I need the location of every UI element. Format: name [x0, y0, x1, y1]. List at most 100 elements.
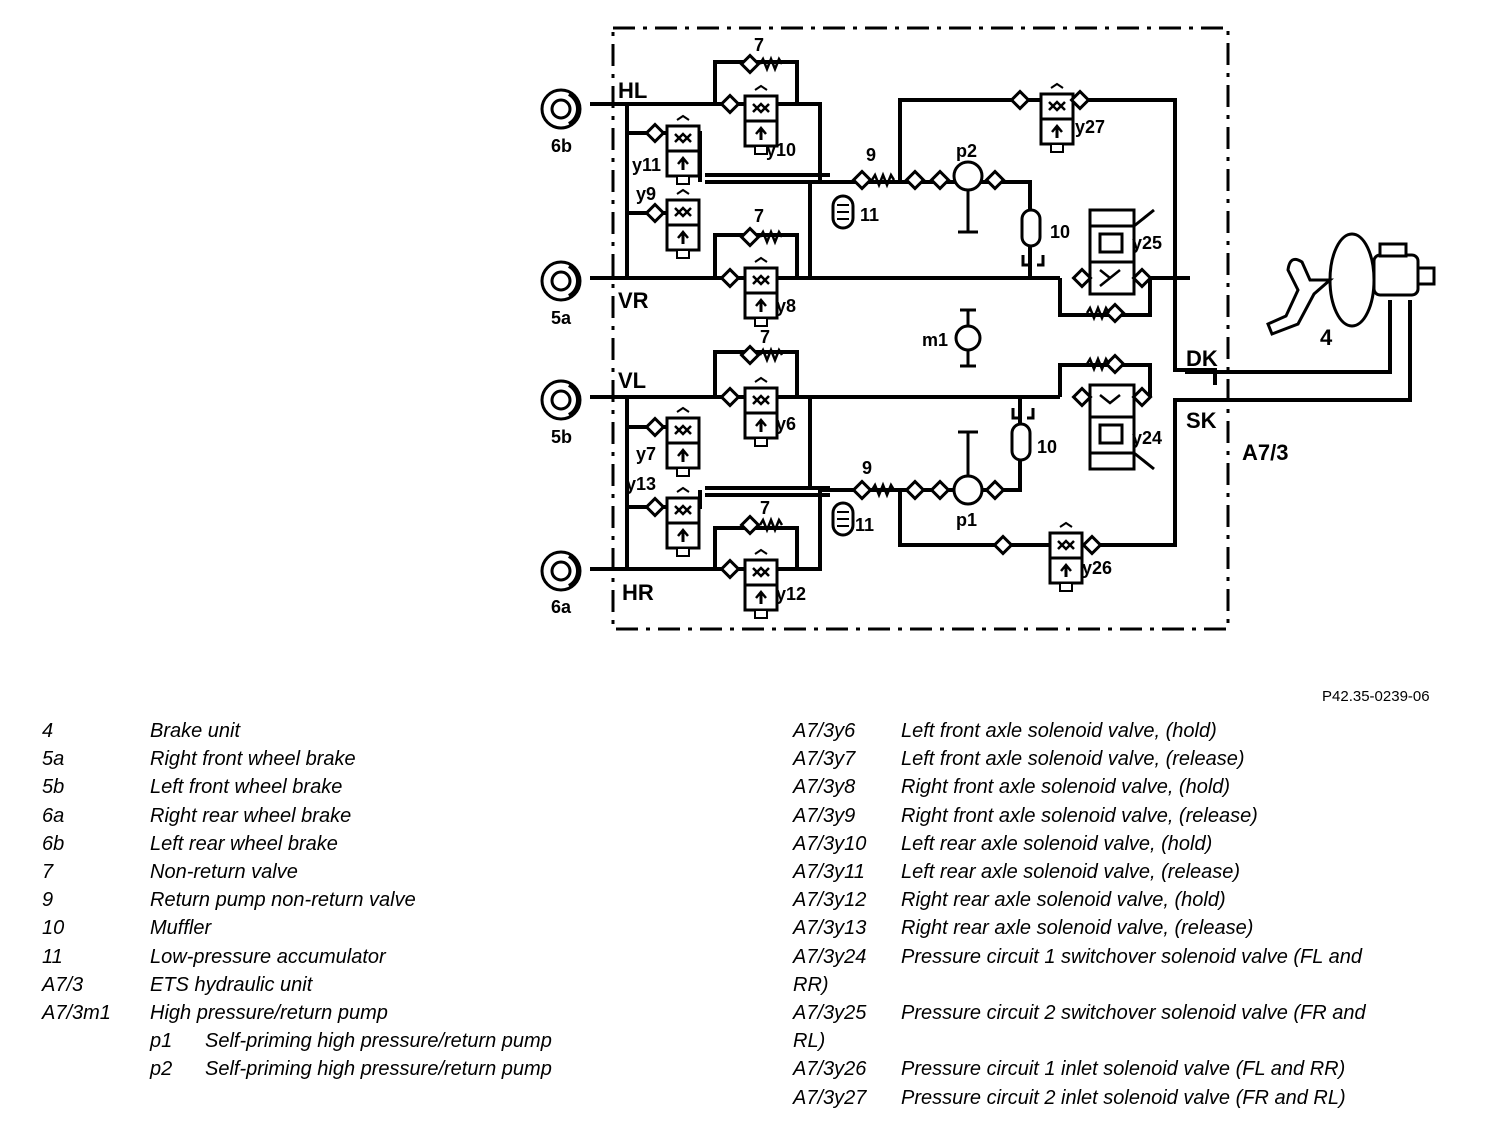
abs-hydraulic-diagram: HL VR VL HR DK SK A7/3 6b 5a 5b 6a 7 7 7…	[540, 26, 1436, 631]
legend-code: A7/3	[42, 973, 84, 996]
legend-row: A7/3y9 Right front axle solenoid valve, (…	[793, 802, 1453, 830]
legend-desc: Right front axle solenoid valve, (hold)	[901, 776, 1231, 799]
legend-row: 10 Muffler	[42, 914, 762, 942]
label-y26: y26	[1082, 558, 1112, 578]
legend-code: A7/3y7	[793, 748, 856, 771]
legend-row: 9 Return pump non-return valve	[42, 886, 762, 914]
legend-code: A7/3y25	[793, 1002, 867, 1025]
legend-desc: ETS hydraulic unit	[150, 973, 313, 996]
legend-code: p2	[150, 1058, 173, 1081]
label-7-vr: 7	[754, 206, 764, 226]
label-y6: y6	[776, 414, 796, 434]
legend-code: A7/3y26	[793, 1058, 867, 1081]
legend-code: 4	[42, 720, 54, 742]
legend-desc: Right front axle solenoid valve, (releas…	[901, 804, 1258, 827]
label-9-top: 9	[866, 145, 876, 165]
label-p1: p1	[956, 510, 977, 530]
label-11-top: 11	[860, 205, 879, 225]
circuit-label-vr: VR	[618, 288, 649, 313]
legend-desc: Pressure circuit 2 inlet solenoid valve …	[901, 1086, 1346, 1109]
label-9-bottom: 9	[862, 458, 872, 478]
label-y25: y25	[1132, 233, 1162, 253]
wheel-label-5b: 5b	[551, 427, 572, 447]
pump-icon	[952, 160, 984, 506]
legend-row: A7/3y24 Pressure circuit 1 switchover sol…	[793, 943, 1453, 971]
legend-code: 5a	[42, 748, 65, 771]
legend-code: A7/3y8	[793, 776, 856, 799]
legend-desc: Left front axle solenoid valve, (release…	[901, 748, 1245, 771]
label-y8: y8	[776, 296, 796, 316]
legend-code: 5b	[42, 776, 65, 799]
wheel-label-5a: 5a	[551, 308, 572, 328]
label-10-top: 10	[1050, 222, 1070, 242]
legend-code: A7/3y12	[793, 889, 867, 912]
brake-unit-icon	[1266, 232, 1436, 336]
legend-row: A7/3y25 Pressure circuit 2 switchover sol…	[793, 999, 1453, 1027]
label-y13: y13	[626, 474, 656, 494]
legend-code: A7/3y9	[793, 804, 856, 827]
label-y9: y9	[636, 184, 656, 204]
legend-desc: Pressure circuit 1 switchover solenoid v…	[901, 945, 1362, 968]
legend-desc: Right rear wheel brake	[150, 804, 352, 827]
label-p2: p2	[956, 141, 977, 161]
legend-desc: Self-priming high pressure/return pump	[205, 1058, 552, 1081]
diagram-labels: HL VR VL HR DK SK A7/3 6b 5a 5b 6a 7 7 7…	[551, 35, 1333, 617]
legend-desc: Self-priming high pressure/return pump	[205, 1030, 552, 1053]
label-7-hr: 7	[760, 498, 770, 518]
legend-row: A7/3y11 Left rear axle solenoid valve, (r…	[793, 858, 1453, 886]
label-y27: y27	[1075, 117, 1105, 137]
legend-row: A7/3 ETS hydraulic unit	[42, 971, 762, 999]
legend-code: A7/3y24	[793, 945, 867, 968]
legend-desc: Left rear axle solenoid valve, (hold)	[901, 832, 1213, 855]
brake-lines	[590, 60, 1412, 571]
legend-desc: Muffler	[150, 917, 212, 940]
label-7-top: 7	[754, 35, 764, 55]
legend-desc: Right rear axle solenoid valve, (release…	[901, 917, 1254, 940]
legend-desc-continued: RR)	[793, 973, 829, 996]
wheel-brake-5b-icon	[540, 379, 582, 421]
legend-desc: Right front wheel brake	[150, 748, 356, 771]
muffler-icon	[1010, 208, 1045, 462]
legend-code: A7/3y6	[793, 720, 856, 742]
legend-code: 11	[42, 945, 63, 968]
legend-code: 6b	[42, 832, 65, 855]
circuit-label-hr: HR	[622, 580, 654, 605]
legend-subrow: p2 Self-priming high pressure/return pump	[42, 1055, 762, 1083]
port-label-sk: SK	[1186, 408, 1217, 433]
legend-desc: Left rear axle solenoid valve, (release)	[901, 861, 1241, 884]
label-10-bottom: 10	[1037, 437, 1057, 457]
legend-row: 5a Right front wheel brake	[42, 745, 762, 773]
wheel-label-6a: 6a	[551, 597, 572, 617]
label-y12: y12	[776, 584, 806, 604]
label-7-vl: 7	[760, 327, 770, 347]
legend-code: 6a	[42, 804, 65, 827]
legend-desc: Return pump non-return valve	[150, 889, 416, 912]
legend-code: 9	[42, 889, 54, 912]
hydraulic-unit-boundary	[611, 26, 1230, 631]
label-y7: y7	[636, 444, 656, 464]
wheel-label-6b: 6b	[551, 136, 572, 156]
legend-row: A7/3y8 Right front axle solenoid valve, (…	[793, 773, 1453, 801]
legend-code: A7/3y11	[793, 861, 865, 884]
legend-code: A7/3y10	[793, 832, 867, 855]
legend-code: 10	[42, 917, 65, 940]
figure-reference-code: P42.35-0239-06	[1322, 688, 1430, 705]
label-11-bottom: 11	[855, 515, 874, 535]
legend-desc: Pressure circuit 2 switchover solenoid v…	[901, 1002, 1366, 1025]
legend-code: 7	[42, 861, 54, 884]
label-y10: y10	[766, 140, 796, 160]
legend-code: A7/3m1	[42, 1002, 111, 1025]
